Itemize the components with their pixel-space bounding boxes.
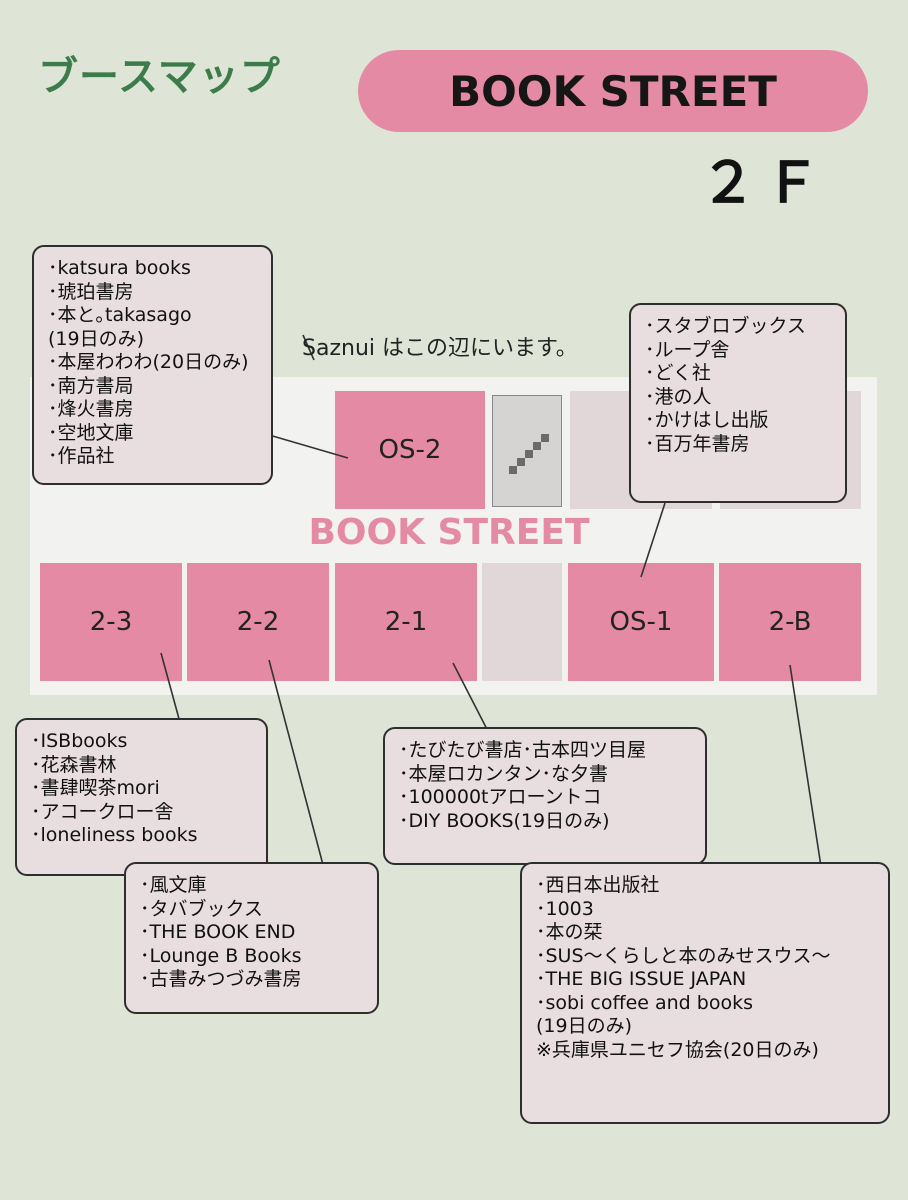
connector-2-b xyxy=(789,664,823,874)
list-item: ･タバブックス xyxy=(140,897,263,920)
list-item: ･風文庫 xyxy=(140,874,207,896)
list-item: ･琥珀書房 xyxy=(48,280,134,303)
booth-os-1[interactable]: OS-1 xyxy=(568,563,714,681)
booth-os-1-label: OS-1 xyxy=(609,607,673,637)
list-item: ･ISBbooks xyxy=(31,730,128,752)
connector-2-2 xyxy=(268,659,328,881)
banner-pill: BOOK STREET xyxy=(358,50,868,132)
list-item: (19日のみ) xyxy=(536,1015,633,1037)
booth-list-2-2: ･風文庫･タバブックス･THE BOOK END･Lounge B Books･… xyxy=(124,862,379,1014)
list-item: ･sobi coffee and books xyxy=(536,991,753,1014)
list-item: ･100000tアローントコ xyxy=(399,786,602,808)
list-item: ･Lounge B Books xyxy=(140,944,302,967)
street-label: BOOK STREET xyxy=(308,512,590,553)
list-item: ･古書みつづみ書房 xyxy=(140,968,302,990)
empty-space xyxy=(482,563,562,681)
booth-list-2-3: ･ISBbooks･花森書林･書肆喫茶mori･アコークロー舎･loneline… xyxy=(15,718,268,876)
list-item: ･作品社 xyxy=(48,445,115,467)
list-item: ･本屋わわわ(20日のみ) xyxy=(48,351,249,373)
list-item: ･loneliness books xyxy=(31,824,198,846)
booth-os-2[interactable]: OS-2 xyxy=(335,391,485,509)
list-item: ･たびたび書店･古本四ツ目屋 xyxy=(399,739,647,761)
booth-2-2[interactable]: 2-2 xyxy=(187,563,329,681)
list-item: ･スタブロブックス xyxy=(645,315,806,337)
floor-label: ２Ｆ xyxy=(700,151,828,216)
booth-list-2-1: ･たびたび書店･古本四ツ目屋･本屋ロカンタン･な夕書･100000tアローントコ… xyxy=(383,727,707,865)
list-item: (19日のみ) xyxy=(48,327,145,350)
booth-2-3[interactable]: 2-3 xyxy=(40,563,182,681)
stairs-icon xyxy=(509,434,549,474)
note-tick xyxy=(302,334,315,361)
list-item: ･katsura books xyxy=(48,257,191,279)
list-item: ･どく社 xyxy=(645,362,711,384)
list-item: ･SUS〜くらしと本のみせスウス〜 xyxy=(536,944,831,967)
list-item: ･1003 xyxy=(536,897,594,920)
list-item: ･本と｡takasago xyxy=(48,304,192,326)
list-item: ･ループ舎 xyxy=(645,338,730,361)
list-item: ･西日本出版社 xyxy=(536,874,660,896)
banner-text: BOOK STREET xyxy=(449,66,777,116)
booth-2-1-label: 2-1 xyxy=(384,607,428,637)
list-item: ･THE BOOK END xyxy=(140,921,296,943)
list-item: ･空地文庫 xyxy=(48,421,134,444)
list-item: ･烽火書房 xyxy=(48,398,134,420)
stairs xyxy=(492,395,562,507)
list-item: ･書肆喫茶mori xyxy=(31,777,160,799)
list-item: ･本屋ロカンタン･な夕書 xyxy=(399,762,609,785)
list-item: ･アコークロー舎 xyxy=(31,800,174,823)
booth-2-1[interactable]: 2-1 xyxy=(335,563,477,681)
list-item: ･花森書林 xyxy=(31,753,117,776)
booth-2-2-label: 2-2 xyxy=(236,607,280,637)
page-title: ブースマップ xyxy=(38,54,281,100)
booth-list-os-2: ･katsura books･琥珀書房･本と｡takasago(19日のみ)･本… xyxy=(32,245,273,485)
connector-2-1 xyxy=(452,662,493,740)
booth-2-b-label: 2-B xyxy=(768,607,812,637)
connector-os-1 xyxy=(640,502,666,578)
booth-os-2-label: OS-2 xyxy=(378,435,442,465)
list-item: ･DIY BOOKS(19日のみ) xyxy=(399,809,610,832)
list-item: ･百万年書房 xyxy=(645,432,750,455)
location-note: Saznui はこの辺にいます。 xyxy=(302,336,578,361)
booth-2-3-label: 2-3 xyxy=(89,607,133,637)
list-item: ･本の栞 xyxy=(536,921,603,943)
booth-list-os-1: ･スタブロブックス･ループ舎･どく社･港の人･かけはし出版･百万年書房 xyxy=(629,303,847,503)
list-item: ･THE BIG ISSUE JAPAN xyxy=(536,968,747,990)
list-item: ※兵庫県ユニセフ協会(20日のみ) xyxy=(536,1038,819,1061)
list-item: ･港の人 xyxy=(645,385,712,408)
booth-2-b[interactable]: 2-B xyxy=(719,563,861,681)
list-item: ･南方書局 xyxy=(48,374,134,397)
booth-list-2-b: ･西日本出版社･1003･本の栞･SUS〜くらしと本のみせスウス〜･THE BI… xyxy=(520,862,890,1124)
list-item: ･かけはし出版 xyxy=(645,409,769,431)
